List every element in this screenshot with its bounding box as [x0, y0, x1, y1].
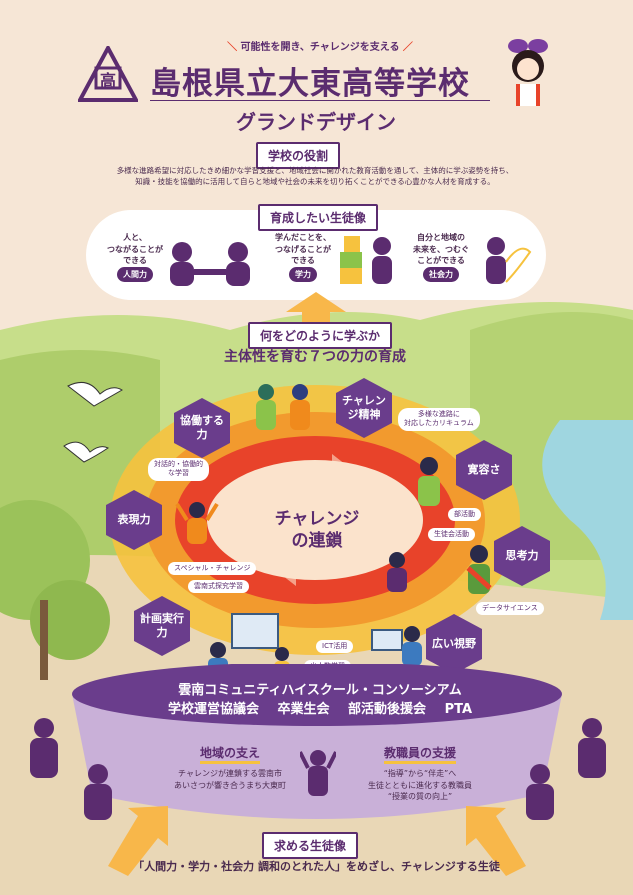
ideal-item-1-line3: できる [123, 256, 147, 266]
handshake-icon [170, 242, 250, 286]
svg-text:高: 高 [100, 71, 116, 90]
tag-unnan-study: 雲南式探究学習 [188, 580, 249, 594]
base-line2-alumni: 卒業生会 [277, 701, 330, 717]
students-cooperating-icon [256, 384, 310, 430]
student-with-sash-icon [466, 545, 492, 594]
ideal-item-3-line1: 自分と地域の [417, 233, 465, 242]
role-text: 多様な進路希望に対応したきめ細かな学習支援と、地域社会に開かれた教育活動を通して… [70, 166, 560, 188]
center-label-line1: チャレンジ [274, 509, 360, 529]
power-hex-tolerance: 寛容さ [456, 440, 512, 500]
right-arrow-icon [466, 806, 526, 876]
ideal-item-2-line1: 学んだことを、 [275, 233, 331, 242]
tag-dialog-line2: な学習 [168, 469, 189, 478]
ideal-item-2-line3: できる [291, 256, 315, 266]
staff-adults-icon [526, 718, 606, 820]
community-support: 地域の支え チャレンジが連鎖する雲南市 あいさつが響き合うまち大東町 [150, 742, 310, 791]
subtitle-underline [150, 100, 490, 101]
bird-icon [67, 381, 123, 407]
tag-curriculum-line2: 対応したカリキュラム [404, 419, 474, 428]
school-emblem-icon: 高 [78, 46, 138, 102]
spinning-thread-icon [486, 237, 532, 284]
left-arrow-icon [108, 806, 168, 876]
tag-curriculum-line1: 多様な進路に [417, 410, 460, 418]
sought-text: 「人間力・学力・社会力 調和のとれた人」をめざし、チャレンジする生徒 [133, 860, 500, 873]
student-laptop-icon [371, 626, 422, 666]
how-title: 何をどのように学ぶか [248, 322, 393, 349]
tag-student-council: 生徒会活動 [428, 528, 475, 542]
cheering-figure-icon [300, 750, 336, 796]
tag-data-science: データサイエンス [476, 602, 544, 616]
staff-line3: “授業の質の向上” [387, 792, 453, 802]
base-line2-pta: PTA [444, 701, 473, 717]
power-hex-challenge: チャレンジ精神 [336, 378, 392, 438]
tag-curriculum: 多様な進路に 対応したカリキュラム [398, 408, 480, 431]
ideal-item-1: 人と、 つながることが できる 人間力 [100, 232, 170, 283]
ideal-item-2: 学んだことを、 つなげることが できる 学力 [268, 232, 338, 283]
role-text-line2: 知識・技能を協働的に活用して自らと地域や社会の未来を切り拓くことができる心豊かな… [135, 176, 495, 186]
tagline: ＼ 可能性を開き、チャレンジを支える ／ [170, 38, 470, 53]
tag-dialog-line1: 対話的・協働的 [154, 460, 203, 468]
base-line2: 学校運営協議会 卒業生会 部活動後援会 PTA [110, 701, 530, 720]
subtitle: グランドデザイン [236, 110, 396, 134]
ideal-item-2-line2: つなげることが [275, 244, 331, 254]
base-line1: 雲南コミュニティハイスクール・コンソーシアム [178, 683, 462, 698]
ideal-item-2-badge: 学力 [289, 266, 317, 283]
tagline-dash-left: ＼ [227, 42, 241, 53]
base-line2-council: 学校運営協議会 [167, 701, 259, 717]
ideal-item-1-line1: 人と、 [123, 233, 147, 242]
up-arrow-icon [286, 292, 346, 326]
student-jumping-icon [387, 552, 407, 592]
community-line2: あいさつが響き合うまち大東町 [174, 780, 286, 790]
base-text: 雲南コミュニティハイスクール・コンソーシアム 学校運営協議会 卒業生会 部活動後… [110, 682, 530, 720]
ideal-title: 育成したい生徒像 [258, 204, 379, 231]
ideal-item-3-badge: 社会力 [423, 266, 459, 283]
center-label: チャレンジ の連鎖 [262, 508, 372, 552]
bird-icon-2 [63, 441, 109, 463]
community-line1: チャレンジが連鎖する雲南市 [178, 769, 282, 778]
ideal-item-3-line3: ことができる [417, 256, 465, 266]
ideal-item-1-badge: 人間力 [117, 266, 153, 283]
school-name: 島根県立大東高等学校 [150, 66, 470, 102]
building-blocks-icon [340, 236, 392, 284]
ideal-item-3: 自分と地域の 未来を、つむぐ ことができる 社会力 [404, 232, 478, 283]
center-label-line2: の連鎖 [291, 531, 343, 552]
mascot-icon [508, 39, 548, 106]
tag-club: 部活動 [448, 508, 481, 522]
student-with-ball-icon [418, 457, 440, 506]
tag-dialog: 対話的・協働的 な学習 [148, 458, 209, 481]
base-line2-club-support: 部活動後援会 [348, 701, 427, 717]
staff-line1: “指導”から“伴走”へ [383, 769, 457, 778]
tag-ict: ICT活用 [316, 640, 354, 654]
staff-line2: 生徒とともに進化する教職員 [368, 780, 472, 790]
tag-special-challenge: スペシャル・チャレンジ [168, 562, 257, 576]
role-text-line1: 多様な進路希望に対応したきめ細かな学習支援と、地域社会に開かれた教育活動を通して… [116, 166, 514, 175]
community-adults-icon [30, 718, 112, 820]
staff-support: 教職員の支援 “指導”から“伴走”へ 生徒とともに進化する教職員 “授業の質の向… [340, 742, 500, 803]
ideal-item-1-line2: つながることが [107, 244, 163, 254]
power-hex-wide-view: 広い視野 [426, 614, 482, 674]
how-heading: 主体性を育む７つの力の育成 [224, 349, 406, 365]
staff-title: 教職員の支援 [383, 744, 456, 764]
tagline-dash-right: ／ [399, 42, 413, 53]
student-raising-hands-icon [175, 502, 219, 544]
community-title: 地域の支え [199, 744, 260, 764]
tagline-text: 可能性を開き、チャレンジを支える [240, 42, 400, 53]
sought-title: 求める生徒像 [262, 832, 359, 859]
role-title: 学校の役割 [256, 142, 341, 169]
ideal-item-3-line2: 未来を、つむぐ [413, 244, 469, 254]
